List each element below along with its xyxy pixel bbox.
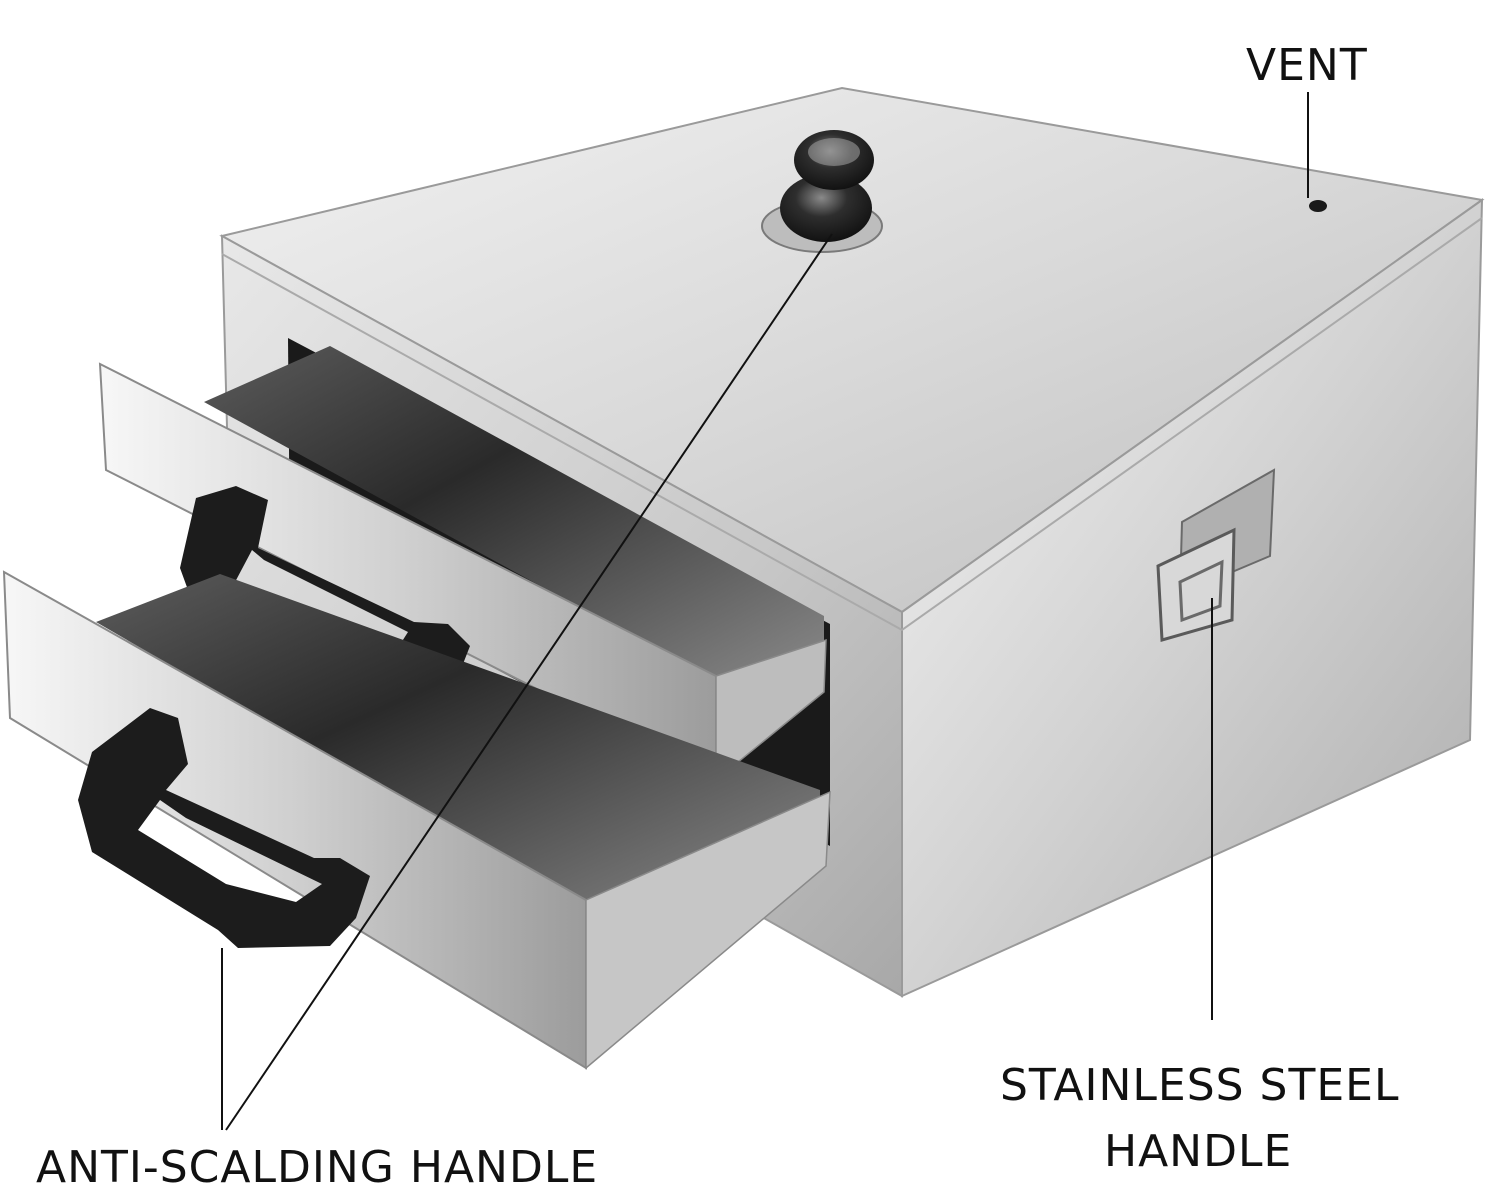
drawer-handle-icon[interactable]: [78, 708, 370, 948]
upper-drawer[interactable]: [98, 346, 827, 782]
stainless-handle-label-line1: STAINLESS STEEL: [1000, 1060, 1400, 1111]
lower-drawer[interactable]: [2, 570, 831, 1070]
folding-handle-icon[interactable]: [1156, 468, 1276, 642]
vent-hole-icon: [1309, 200, 1327, 212]
vent-label: VENT: [1246, 40, 1368, 91]
knob-icon[interactable]: [761, 130, 883, 253]
stainless-handle-label-line2: HANDLE: [1104, 1126, 1293, 1177]
anti-scalding-handle-label: ANTI-SCALDING HANDLE: [36, 1142, 599, 1193]
callout-lines: [221, 92, 1309, 1131]
